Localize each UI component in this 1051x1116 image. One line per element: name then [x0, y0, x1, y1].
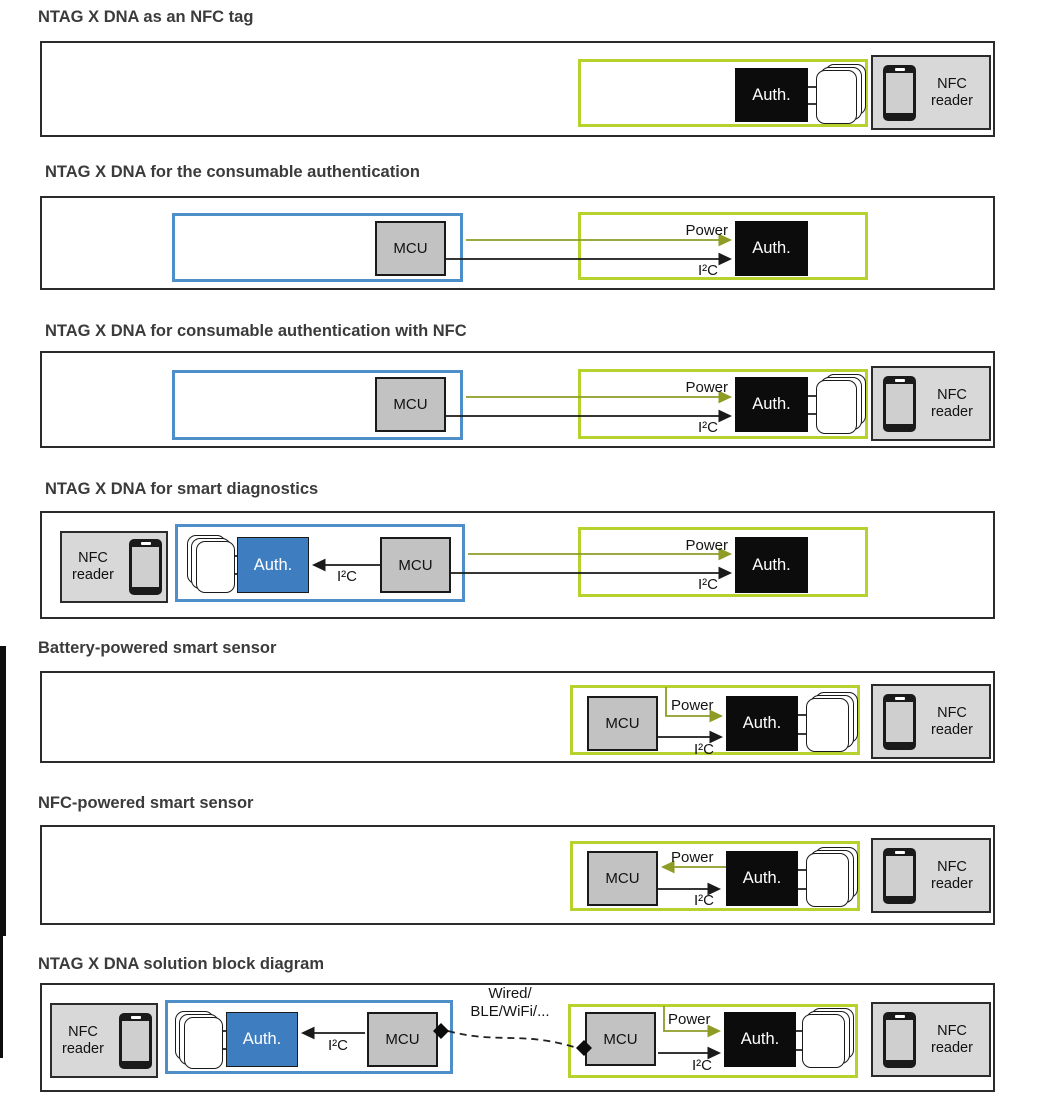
host-boundary-blue	[172, 213, 463, 282]
auth-chip: Auth.	[735, 68, 808, 122]
antenna-lead	[806, 395, 818, 397]
power-label: Power	[685, 379, 728, 396]
nfc-reader-label: NFC reader	[931, 386, 973, 420]
wireless-link-label-1: Wired/	[488, 985, 532, 1002]
auth-chip: Auth.	[726, 851, 798, 906]
tag-boundary-green	[578, 59, 868, 127]
i2c-label: I²C	[694, 892, 714, 909]
i2c-label: I²C	[692, 1057, 712, 1074]
mcu-chip: MCU	[380, 537, 451, 593]
phone-icon	[883, 64, 916, 121]
phone-icon	[883, 1011, 916, 1068]
antenna-lead	[229, 555, 241, 557]
i2c-label: I²C	[694, 741, 714, 758]
host-boundary-blue	[175, 524, 465, 602]
antenna-lead	[229, 573, 241, 575]
nfc-reader-label: NFC reader	[931, 75, 973, 109]
auth-chip: Auth.	[735, 537, 808, 593]
auth-chip-blue: Auth.	[237, 537, 309, 593]
power-label: Power	[671, 849, 714, 866]
antenna-lead	[796, 869, 808, 871]
phone-icon	[129, 539, 162, 595]
nfc-antenna-icon	[802, 1008, 854, 1068]
nfc-reader-label: NFC reader	[62, 1023, 104, 1057]
tag-boundary-green	[578, 369, 868, 439]
mcu-chip: MCU	[587, 696, 658, 751]
antenna-lead	[794, 1049, 806, 1051]
page-edge-artifact	[0, 646, 6, 936]
i2c-label: I²C	[698, 262, 718, 279]
antenna-lead	[794, 1030, 806, 1032]
phone-icon	[883, 693, 916, 750]
auth-chip: Auth.	[724, 1012, 796, 1067]
i2c-label: I²C	[328, 1037, 348, 1054]
phone-icon	[883, 375, 916, 432]
section-3-title: NTAG X DNA for consumable authentication…	[45, 322, 467, 340]
nfc-antenna-icon	[806, 692, 858, 752]
auth-chip: Auth.	[735, 221, 808, 276]
tag-boundary-green	[578, 527, 868, 597]
nfc-reader: NFC reader	[871, 684, 991, 759]
antenna-lead	[806, 103, 818, 105]
section-1-title: NTAG X DNA as an NFC tag	[38, 8, 254, 26]
power-label: Power	[671, 697, 714, 714]
antenna-lead	[217, 1030, 229, 1032]
mcu-chip: MCU	[375, 377, 446, 432]
nfc-reader: NFC reader	[50, 1003, 158, 1078]
antenna-lead	[806, 86, 818, 88]
section-6-title: NFC-powered smart sensor	[38, 794, 254, 812]
section-5-title: Battery-powered smart sensor	[38, 639, 277, 657]
mcu-chip: MCU	[585, 1012, 656, 1066]
mcu-chip: MCU	[587, 851, 658, 906]
auth-chip-blue: Auth.	[226, 1012, 298, 1067]
nfc-reader: NFC reader	[871, 1002, 991, 1077]
nfc-antenna-icon	[816, 374, 866, 434]
tag-boundary-green	[570, 841, 860, 911]
nfc-reader: NFC reader	[60, 531, 168, 603]
nfc-antenna-icon	[806, 847, 858, 907]
nfc-reader: NFC reader	[871, 838, 991, 913]
nfc-reader-label: NFC reader	[931, 704, 973, 738]
auth-chip: Auth.	[735, 377, 808, 432]
page-edge-artifact	[0, 936, 3, 1058]
power-label: Power	[685, 222, 728, 239]
mcu-chip: MCU	[375, 221, 446, 276]
auth-chip: Auth.	[726, 696, 798, 751]
power-label: Power	[668, 1011, 711, 1028]
wireless-link-label-2: BLE/WiFi/...	[470, 1003, 550, 1020]
section-7-title: NTAG X DNA solution block diagram	[38, 955, 325, 973]
section-2-frame	[40, 196, 995, 290]
tag-boundary-green	[578, 212, 868, 280]
nfc-reader-label: NFC reader	[72, 550, 114, 583]
host-boundary-blue	[172, 370, 463, 440]
power-label: Power	[685, 537, 728, 554]
nfc-reader: NFC reader	[871, 55, 991, 130]
i2c-label: I²C	[337, 568, 357, 585]
nfc-antenna-icon	[175, 1011, 223, 1069]
section-4-title: NTAG X DNA for smart diagnostics	[45, 480, 319, 498]
nfc-reader: NFC reader	[871, 366, 991, 441]
i2c-label: I²C	[698, 576, 718, 593]
antenna-lead	[806, 413, 818, 415]
section-2-title: NTAG X DNA for the consumable authentica…	[45, 163, 420, 181]
nfc-antenna-icon	[187, 535, 235, 593]
antenna-lead	[796, 733, 808, 735]
mcu-chip: MCU	[367, 1012, 438, 1067]
nfc-reader-label: NFC reader	[931, 858, 973, 892]
i2c-label: I²C	[698, 419, 718, 436]
nfc-reader-label: NFC reader	[931, 1022, 973, 1056]
nfc-antenna-icon	[816, 64, 866, 124]
phone-icon	[119, 1012, 152, 1069]
antenna-lead	[217, 1048, 229, 1050]
phone-icon	[883, 847, 916, 904]
antenna-lead	[796, 888, 808, 890]
tag-boundary-green	[570, 685, 860, 755]
antenna-lead	[796, 714, 808, 716]
